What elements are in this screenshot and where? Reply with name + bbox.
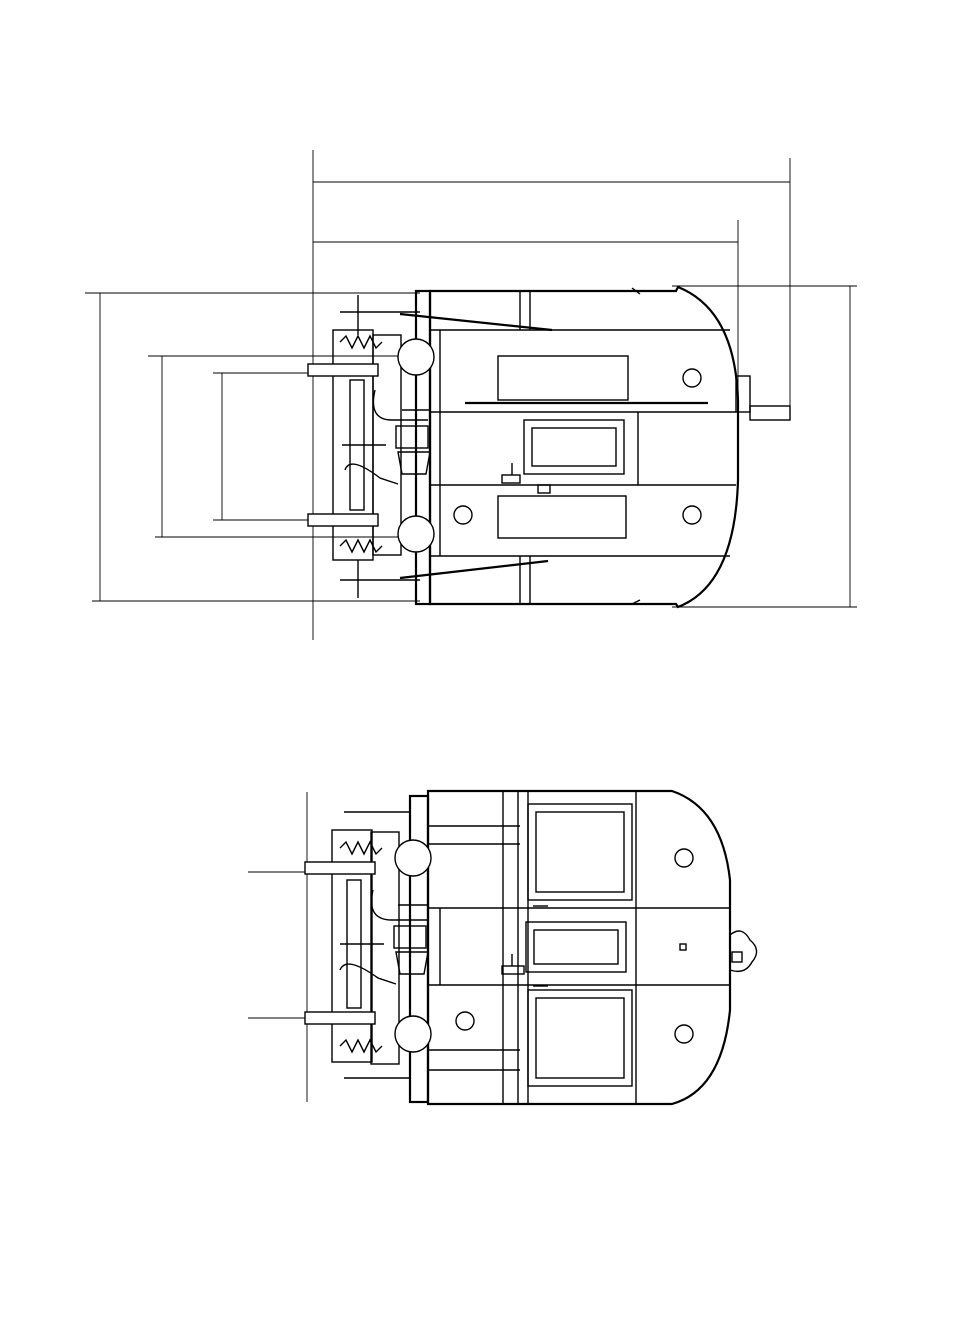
nose-coupler	[735, 375, 751, 413]
roof-vent	[453, 505, 473, 525]
roof-window-center-outer	[523, 419, 625, 475]
roof-hatch-lower	[497, 495, 627, 539]
roof-window-center-inner	[531, 427, 617, 467]
nose-coupler-bar	[749, 405, 791, 421]
car-body	[428, 285, 791, 609]
bogie-front	[304, 811, 432, 1079]
roof-vent	[682, 368, 702, 388]
dimension-lines	[85, 150, 857, 640]
roof-hatch-upper	[497, 355, 629, 401]
axle	[304, 861, 376, 875]
porthole	[674, 848, 694, 868]
top-view	[85, 150, 857, 640]
wheel	[394, 1015, 432, 1053]
axle	[304, 1011, 376, 1025]
side-window-upper	[527, 803, 633, 901]
bogie	[307, 295, 435, 598]
axle	[307, 363, 379, 377]
porthole	[455, 1011, 475, 1031]
side-window-center	[525, 921, 627, 973]
wheel	[394, 839, 432, 877]
car-body-front	[408, 789, 758, 1106]
wheel	[397, 338, 435, 376]
front-view	[248, 789, 758, 1106]
porthole	[674, 1024, 694, 1044]
side-window-lower	[527, 989, 633, 1087]
roof-vent	[682, 505, 702, 525]
wheel	[397, 515, 435, 553]
axle	[307, 513, 379, 527]
reference-lines	[248, 792, 330, 1102]
